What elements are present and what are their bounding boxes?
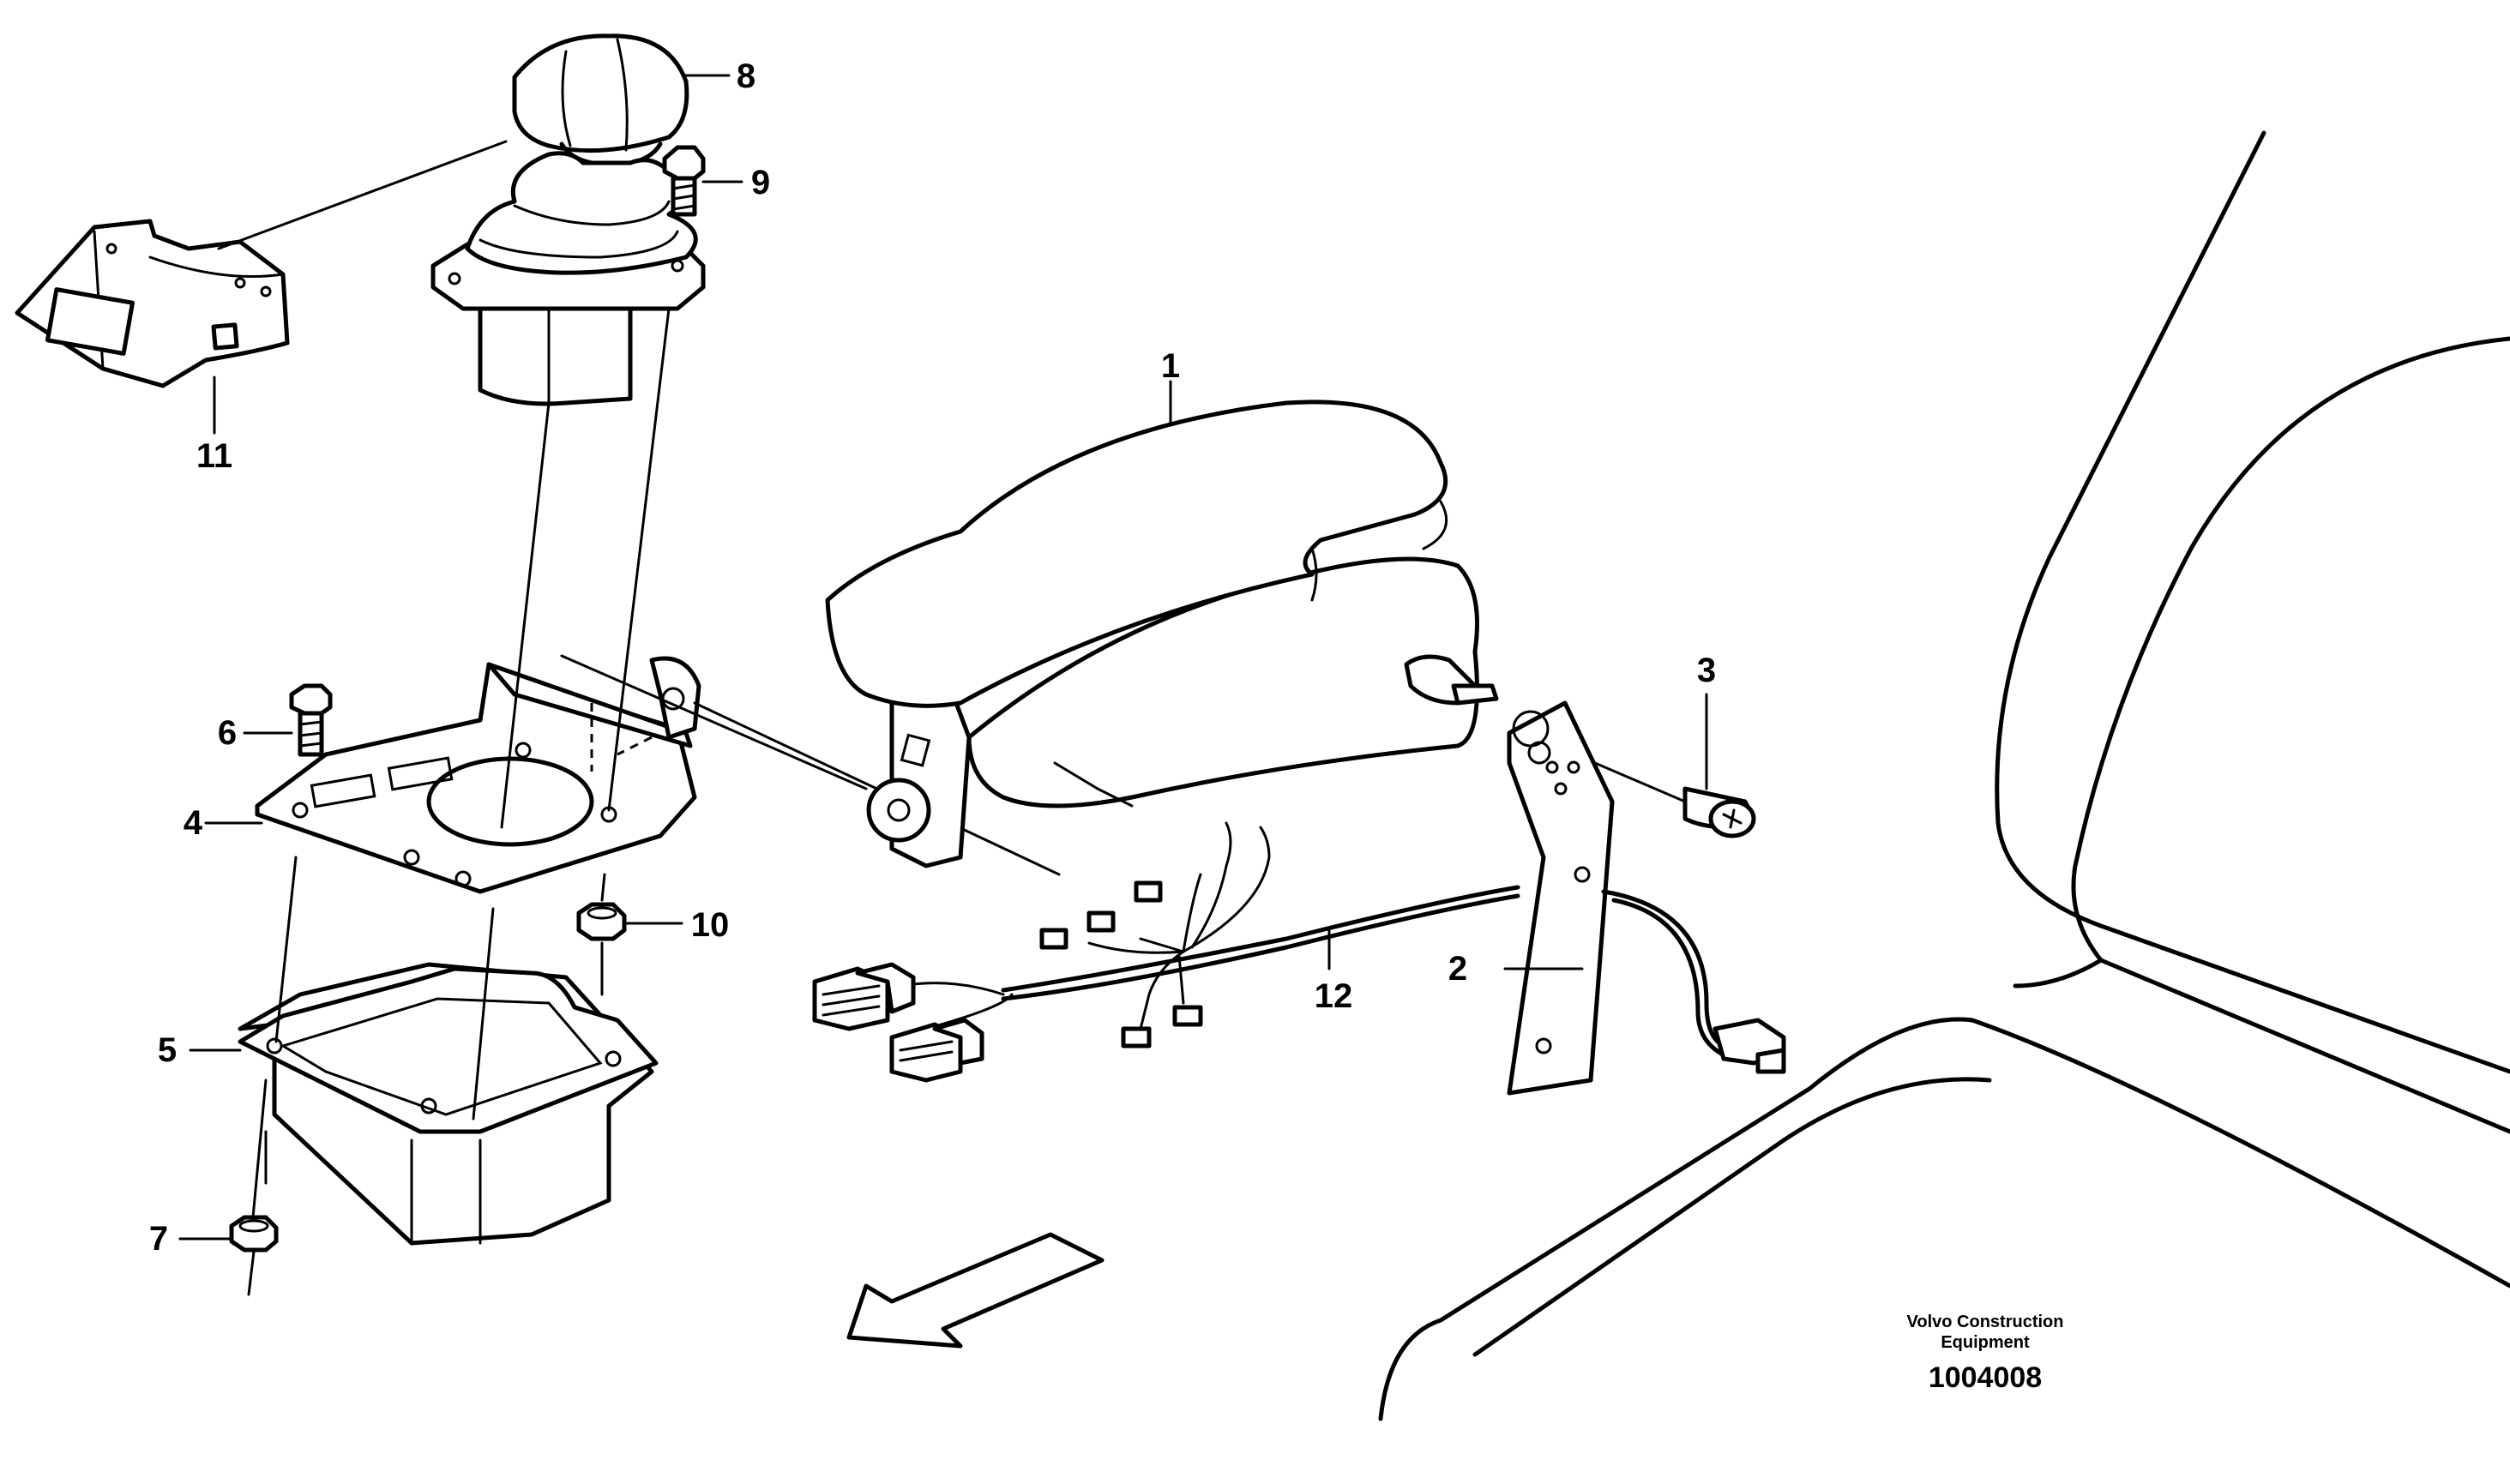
screw-3 — [1593, 761, 1756, 838]
callout-7: 7 — [149, 1220, 168, 1258]
leader-line-knob-to-cover — [217, 140, 508, 250]
callout-9: 9 — [751, 164, 770, 201]
cover-11 — [15, 219, 290, 388]
callout-leaders — [178, 74, 1708, 1241]
callout-5: 5 — [158, 1031, 177, 1069]
callout-3: 3 — [1697, 652, 1716, 689]
mounting-plate-4 — [255, 656, 701, 894]
bolt-6 — [289, 683, 333, 757]
callout-4: 4 — [184, 804, 203, 842]
bolt-9 — [662, 145, 706, 217]
brand-name-line1: Volvo Construction — [1907, 1313, 2064, 1331]
armrest-1 — [825, 400, 1499, 868]
callout-12: 12 — [1315, 977, 1353, 1015]
callout-6: 6 — [218, 714, 237, 752]
wire-harness-12 — [812, 821, 1786, 1083]
callout-labels: 1 2 3 4 5 6 7 8 9 10 11 12 — [149, 57, 1716, 1258]
callout-8: 8 — [737, 57, 755, 95]
direction-arrow — [846, 1232, 1105, 1349]
bracket-2 — [1507, 700, 1615, 1096]
nut-10 — [576, 902, 627, 941]
callout-1: 1 — [1161, 347, 1180, 385]
housing-5 — [238, 962, 659, 1246]
joystick-knob — [512, 33, 689, 165]
joystick-boot-assembly — [430, 151, 706, 406]
nut-7 — [229, 1215, 279, 1253]
document-number: 1004008 — [1929, 1361, 2042, 1394]
brand-name-line2: Equipment — [1941, 1333, 2030, 1352]
callout-2: 2 — [1448, 950, 1467, 988]
operator-seat — [1378, 130, 2510, 1421]
title-block: Volvo Construction Equipment 1004008 — [1907, 1313, 2064, 1394]
callout-11: 11 — [196, 437, 232, 475]
callout-10: 10 — [691, 906, 730, 944]
